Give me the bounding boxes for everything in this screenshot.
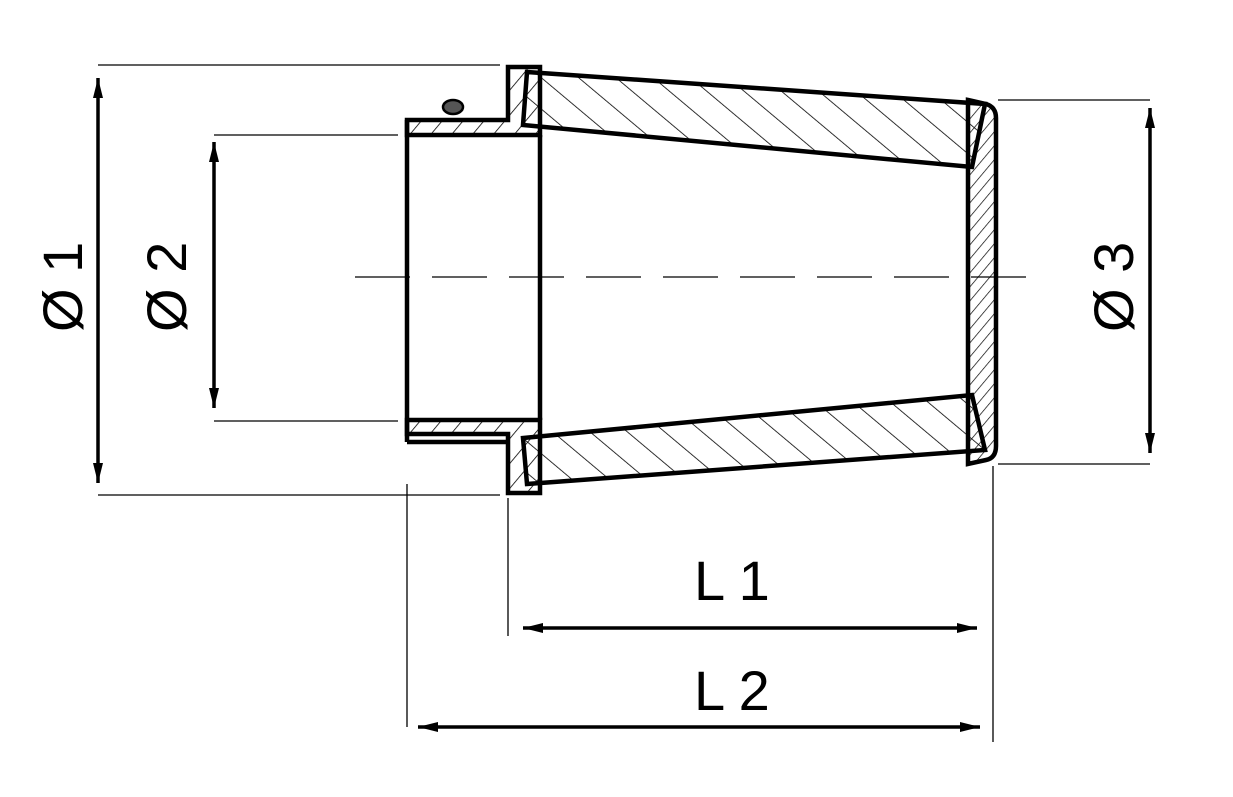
end-ring — [965, 97, 999, 467]
spigot — [404, 64, 543, 496]
d3-label: Ø 3 — [1082, 242, 1145, 332]
d1-label: Ø 1 — [31, 242, 94, 332]
cone-body — [520, 69, 988, 487]
lock-knob-icon — [441, 98, 465, 116]
extension-lines — [98, 64, 1150, 742]
dimension-arrows — [93, 78, 1155, 732]
l1-label: L 1 — [694, 549, 770, 612]
l2-label: L 2 — [694, 659, 770, 722]
d2-label: Ø 2 — [135, 242, 198, 332]
